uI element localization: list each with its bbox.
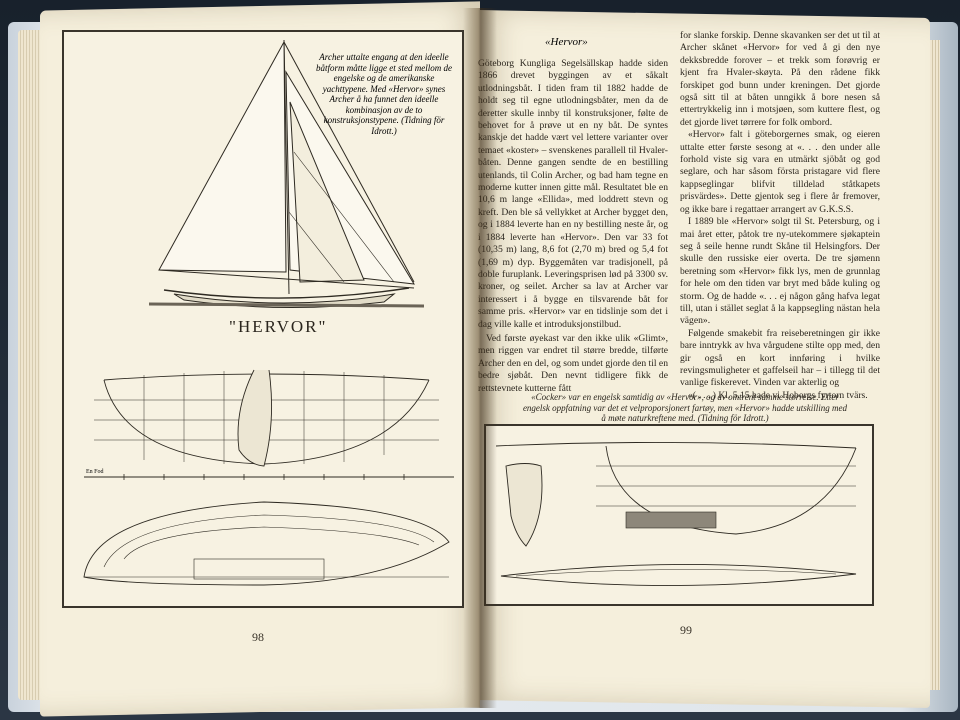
paragraph: Ved første øyekast var den ikke ulik «Gl…	[478, 332, 668, 394]
scale-bar	[84, 474, 454, 480]
paragraph: «( . . . ) Kl. 5.15 hade vi Hoborgs fyrt…	[688, 389, 868, 401]
cocker-profile-drawing	[495, 442, 857, 586]
boat-name-label: "HERVOR"	[229, 317, 328, 336]
hull-lines-drawing	[94, 369, 439, 467]
paragraph: Göteborg Kungliga Segelsällskap hadde si…	[478, 58, 668, 330]
hervor-plate: Archer uttalte engang at den ideelle båt…	[62, 30, 464, 608]
paragraph: Følgende smakebit fra reiseberetningen g…	[680, 327, 880, 389]
left-page-text-block: Göteborg Kungliga Segelsällskap hadde si…	[478, 58, 668, 395]
book-spine-shadow	[463, 8, 497, 708]
left-page-number: 98	[252, 630, 264, 644]
paragraph: for slanke forskip. Denne skavanken ser …	[680, 30, 880, 128]
running-head: «Hervor»	[545, 36, 588, 48]
half-breadth-drawing	[83, 501, 450, 586]
paragraph: «Hervor» falt i göteborgernes smak, og e…	[680, 129, 880, 215]
cocker-plate	[484, 424, 874, 606]
sail-plan-drawing	[148, 39, 425, 309]
scale-label: En Fod	[86, 469, 104, 475]
paragraph: I 1889 ble «Hervor» solgt til St. Peters…	[680, 216, 880, 327]
right-page-number: 99	[680, 623, 692, 637]
cocker-plate-caption: «Cocker» var en engelsk samtidig av «Her…	[522, 392, 848, 423]
plate-caption: Archer uttalte engang at den ideelle båt…	[316, 52, 452, 136]
right-column-text: for slanke forskip. Denne skavanken ser …	[680, 30, 880, 402]
